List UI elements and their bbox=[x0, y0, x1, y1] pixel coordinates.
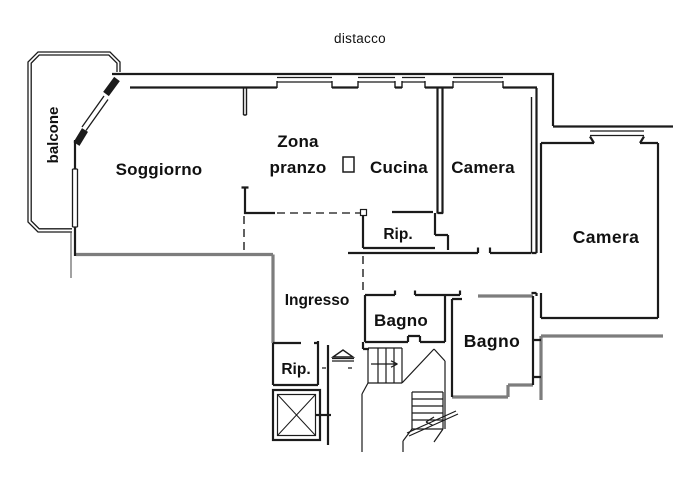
balcony-door-piers bbox=[73, 76, 120, 146]
room-label-rip-1: Rip. bbox=[383, 226, 412, 243]
room-label-rip-2: Rip. bbox=[281, 361, 310, 378]
dashed-lines bbox=[243, 212, 364, 293]
window-ticks bbox=[276, 81, 533, 253]
windows-layer bbox=[71, 76, 644, 228]
outdoor-label-balcone: balcone bbox=[45, 107, 62, 164]
entrance-door-icon bbox=[322, 349, 356, 369]
elevator-icon bbox=[271, 388, 322, 442]
room-label-camera-1: Camera bbox=[451, 158, 515, 177]
room-label-bagno-2: Bagno bbox=[464, 331, 520, 351]
room-label-bagno-1: Bagno bbox=[374, 311, 428, 330]
staircase-icon bbox=[361, 347, 459, 452]
partition-stub bbox=[242, 88, 248, 116]
boiler-icon bbox=[342, 156, 355, 173]
room-label-camera-2: Camera bbox=[573, 227, 640, 247]
room-label-pranzo: pranzo bbox=[270, 158, 327, 177]
room-label-cucina: Cucina bbox=[370, 158, 428, 177]
heavy-walls-layer bbox=[76, 252, 663, 400]
walls-layer bbox=[73, 72, 673, 445]
room-label-zona: Zona bbox=[277, 132, 319, 151]
room-label-soggiorno: Soggiorno bbox=[116, 160, 203, 179]
outdoor-label-distacco: distacco bbox=[334, 31, 386, 46]
room-label-ingresso: Ingresso bbox=[285, 292, 350, 309]
balcony-outline bbox=[27, 51, 121, 233]
rip-door-post bbox=[359, 208, 368, 217]
